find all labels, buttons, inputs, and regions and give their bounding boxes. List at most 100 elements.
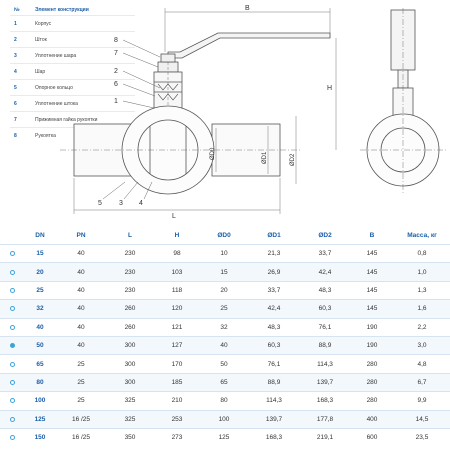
cell-b: 280 bbox=[366, 360, 378, 368]
cell-d1: 168,3 bbox=[265, 434, 283, 442]
cell-l: 300 bbox=[124, 360, 136, 368]
side-view bbox=[360, 8, 446, 195]
legend-col-num: № bbox=[14, 6, 20, 13]
cell-d0: 100 bbox=[218, 415, 230, 423]
cell-l: 260 bbox=[124, 323, 136, 331]
cell-h: 273 bbox=[171, 434, 183, 442]
dim-d1-label: ØD1 bbox=[262, 151, 268, 164]
cell-d1: 88,9 bbox=[267, 378, 281, 386]
cell-b: 145 bbox=[366, 305, 378, 313]
cell-d1: 60,3 bbox=[267, 342, 281, 350]
header-dn: DN bbox=[35, 231, 45, 239]
cell-h: 98 bbox=[173, 250, 181, 258]
callout-3: 3 bbox=[119, 200, 123, 207]
cell-d0: 65 bbox=[220, 378, 228, 386]
cell-b: 145 bbox=[366, 286, 378, 294]
legend-num: 8 bbox=[14, 132, 17, 139]
cell-dn: 15 bbox=[36, 250, 44, 258]
dimension-l: L bbox=[73, 178, 281, 220]
handle bbox=[167, 32, 331, 59]
dim-l-label: L bbox=[172, 213, 176, 220]
dim-d2-label: ØD2 bbox=[290, 153, 296, 166]
header-l: L bbox=[128, 231, 132, 239]
cell-dn: 100 bbox=[34, 397, 46, 405]
legend-name: Шток bbox=[35, 36, 47, 43]
dim-b-label: B bbox=[245, 5, 250, 12]
cell-h: 185 bbox=[171, 378, 183, 386]
dimension-h: H bbox=[327, 38, 337, 150]
legend-col-name: Элемент конструкции bbox=[35, 6, 89, 13]
cell-l: 230 bbox=[124, 286, 136, 294]
cell-d0: 20 bbox=[220, 286, 228, 294]
cell-pn: 25 bbox=[77, 397, 85, 405]
cell-dn: 80 bbox=[36, 378, 44, 386]
callout-6: 6 bbox=[114, 81, 118, 88]
cell-pn: 40 bbox=[77, 342, 85, 350]
header-pn: PN bbox=[76, 231, 86, 239]
cell-d0: 40 bbox=[220, 342, 228, 350]
cell-dn: 65 bbox=[36, 360, 44, 368]
cell-h: 170 bbox=[171, 360, 183, 368]
header-mass: Масса, кг bbox=[407, 231, 437, 239]
row-marker-cell bbox=[0, 435, 24, 441]
cell-d2: 60,3 bbox=[318, 305, 332, 313]
row-marker-icon bbox=[9, 251, 15, 257]
header-b: B bbox=[369, 231, 375, 239]
legend-num: 7 bbox=[14, 116, 17, 123]
callouts bbox=[102, 39, 161, 200]
cell-b: 190 bbox=[366, 342, 378, 350]
row-marker-cell bbox=[0, 287, 24, 293]
cell-pn: 40 bbox=[77, 250, 85, 258]
legend-num: 5 bbox=[14, 84, 17, 91]
cell-mass: 1,3 bbox=[417, 286, 427, 294]
cell-pn: 40 bbox=[77, 305, 85, 313]
cell-d2: 168,3 bbox=[316, 397, 334, 405]
cell-d0: 32 bbox=[220, 323, 228, 331]
cell-d2: 48,3 bbox=[318, 286, 332, 294]
legend-num: 3 bbox=[14, 52, 17, 59]
cell-l: 230 bbox=[124, 250, 136, 258]
dim-h-label: H bbox=[327, 85, 332, 92]
dim-d0-label: ØD0 bbox=[210, 147, 216, 160]
cell-b: 600 bbox=[366, 434, 378, 442]
row-marker-icon bbox=[9, 306, 15, 312]
legend-row: 8 Рукоятка bbox=[10, 127, 135, 143]
cell-mass: 1,6 bbox=[417, 305, 427, 313]
callout-5: 5 bbox=[98, 200, 102, 207]
row-marker-icon bbox=[9, 324, 15, 330]
legend-name: Прижимная гайка рукоятки bbox=[35, 116, 98, 123]
callout-4: 4 bbox=[139, 200, 143, 207]
row-marker-icon bbox=[9, 435, 15, 441]
cell-mass: 6,7 bbox=[417, 378, 427, 386]
legend-name: Рукоятка bbox=[35, 132, 56, 139]
cell-d0: 125 bbox=[218, 434, 230, 442]
pipe-body bbox=[60, 105, 300, 195]
legend-num: 1 bbox=[14, 20, 17, 27]
cell-l: 350 bbox=[124, 434, 136, 442]
row-marker-cell bbox=[0, 343, 24, 349]
row-marker-icon bbox=[9, 343, 15, 349]
row-marker-icon bbox=[9, 379, 15, 385]
row-marker-cell bbox=[0, 269, 24, 275]
cell-pn: 40 bbox=[77, 323, 85, 331]
cell-mass: 14,5 bbox=[415, 415, 429, 423]
legend-name: Корпус bbox=[35, 20, 52, 27]
cell-d1: 139,7 bbox=[265, 415, 283, 423]
row-marker-icon bbox=[9, 361, 15, 367]
cell-d1: 42,4 bbox=[267, 305, 281, 313]
cell-dn: 40 bbox=[36, 323, 44, 331]
legend-header: № Элемент конструкции bbox=[10, 4, 135, 15]
stem-assembly bbox=[153, 53, 183, 118]
cell-d2: 114,3 bbox=[317, 360, 333, 368]
